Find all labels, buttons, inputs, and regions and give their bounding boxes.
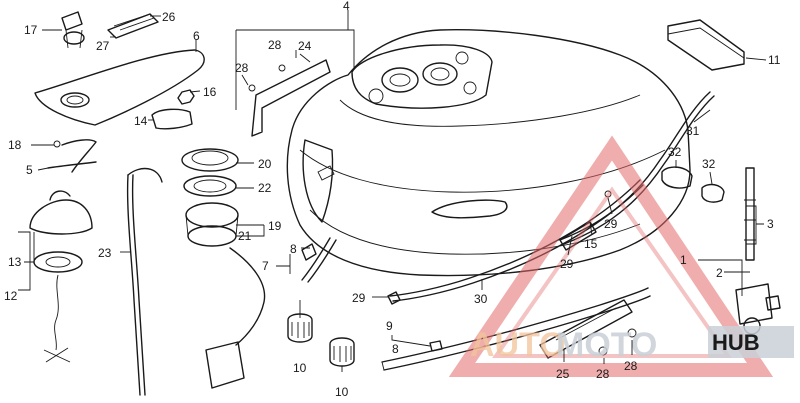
callout-29b: 29 — [560, 257, 574, 271]
callout-4: 4 — [343, 0, 350, 13]
callout-14: 14 — [134, 114, 148, 128]
watermark-text-auto: AUTO — [470, 326, 566, 364]
callout-13: 13 — [8, 255, 22, 269]
callout-10b: 10 — [335, 385, 349, 399]
callout-17: 17 — [24, 23, 38, 37]
callout-30: 30 — [474, 292, 488, 306]
callout-32b: 32 — [702, 157, 716, 171]
callout-5: 5 — [26, 163, 33, 177]
callout-29a: 29 — [352, 291, 366, 305]
watermark-logo: AUTO MOTO HUB — [448, 135, 794, 377]
watermark-text-moto: MOTO — [556, 326, 657, 364]
callout-15: 15 — [584, 237, 598, 251]
callout-21: 21 — [238, 229, 252, 243]
callout-20: 20 — [258, 157, 272, 171]
callout-9: 9 — [386, 319, 393, 333]
callout-10a: 10 — [293, 361, 307, 375]
callout-27: 27 — [96, 39, 110, 53]
leader-lines — [18, 10, 767, 372]
trim-strips — [301, 91, 715, 371]
callout-25: 25 — [556, 367, 570, 381]
callout-22: 22 — [258, 181, 272, 195]
callout-7: 7 — [262, 259, 269, 273]
callout-6: 6 — [193, 29, 200, 43]
callout-1: 1 — [680, 253, 687, 267]
callout-28a: 28 — [268, 38, 282, 52]
callout-12: 12 — [4, 289, 18, 303]
watermark-text-hub: HUB — [712, 330, 760, 355]
callout-29c: 29 — [604, 217, 618, 231]
callout-31: 31 — [686, 124, 700, 138]
tank-cap-cover — [29, 11, 443, 396]
callout-24: 24 — [298, 39, 312, 53]
right-parts — [539, 19, 781, 359]
callout-2: 2 — [716, 266, 723, 280]
callout-19: 19 — [268, 219, 282, 233]
callout-8b: 8 — [392, 342, 399, 356]
callout-8a: 8 — [290, 242, 297, 256]
callout-18: 18 — [8, 138, 22, 152]
callout-3: 3 — [767, 217, 774, 231]
callout-23: 23 — [98, 246, 112, 260]
callout-28b: 28 — [235, 61, 249, 75]
part-callouts: 17 26 27 6 16 14 18 5 13 12 23 20 22 19 … — [4, 0, 781, 399]
callout-16: 16 — [203, 85, 217, 99]
callout-28c: 28 — [596, 367, 610, 381]
callout-26: 26 — [162, 10, 176, 24]
callout-32a: 32 — [668, 145, 682, 159]
fuel-tank — [286, 29, 691, 277]
callout-28d: 28 — [624, 359, 638, 373]
callout-11: 11 — [768, 53, 781, 67]
